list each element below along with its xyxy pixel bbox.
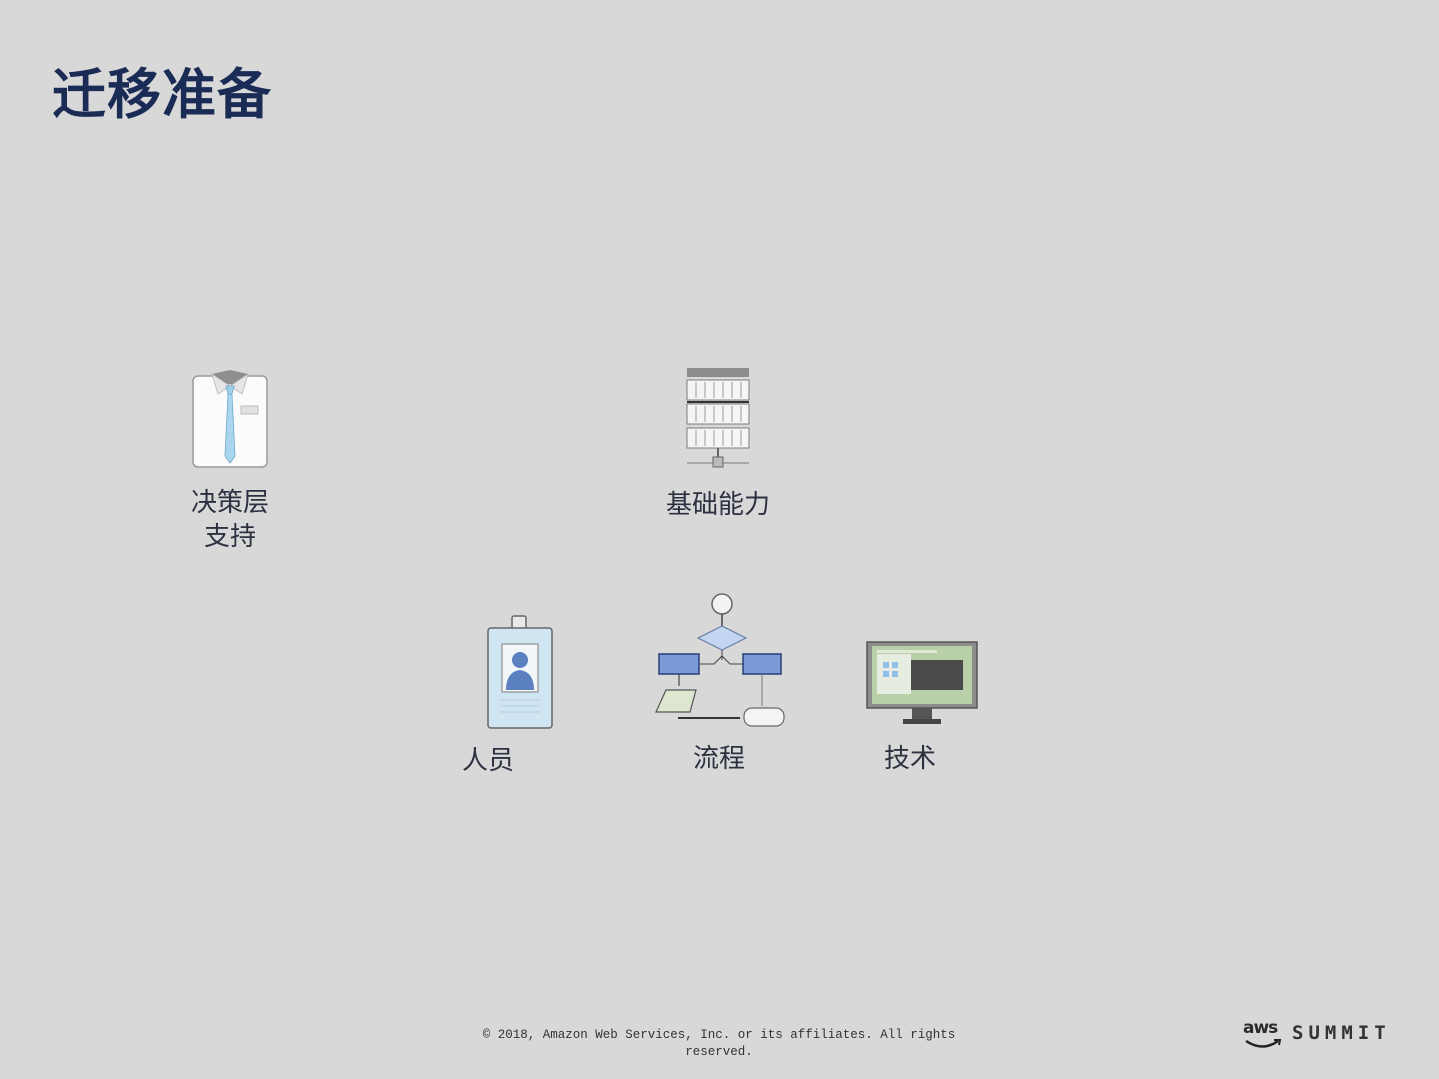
executive-support-label-line2: 支持 — [203, 522, 256, 552]
foundation-capability-label: 基础能力 — [665, 490, 770, 520]
copyright-footer: © 2018, Amazon Web Services, Inc. or its… — [480, 1027, 958, 1061]
executive-support-label-line1: 决策层 — [190, 488, 269, 518]
process-label: 流程 — [692, 744, 745, 774]
flowchart-icon — [655, 593, 785, 727]
item-people: 人员 — [456, 614, 566, 778]
copyright-line2: reserved. — [685, 1045, 753, 1059]
item-process: 流程 — [648, 592, 790, 776]
aws-logo: aws — [1243, 1018, 1283, 1048]
item-executive-support: 决策层 支持 — [168, 368, 292, 554]
aws-summit-logo: aws SUMMIT — [1243, 1018, 1391, 1056]
copyright-line1: © 2018, Amazon Web Services, Inc. or its… — [482, 1028, 956, 1042]
technology-label: 技术 — [884, 744, 937, 774]
id-badge-icon — [487, 615, 553, 729]
item-technology: 技术 — [862, 640, 982, 776]
item-foundation-capability: 基础能力 — [648, 366, 788, 522]
server-rack-icon — [686, 368, 750, 468]
aws-smile-icon — [1245, 1039, 1282, 1048]
slide-title: 迁移准备 — [52, 62, 272, 126]
summit-logo-text: SUMMIT — [1292, 1022, 1391, 1044]
aws-logo-text: aws — [1243, 1018, 1278, 1038]
shirt-tie-icon — [192, 370, 268, 468]
people-label: 人员 — [462, 746, 515, 776]
monitor-icon — [866, 641, 978, 724]
